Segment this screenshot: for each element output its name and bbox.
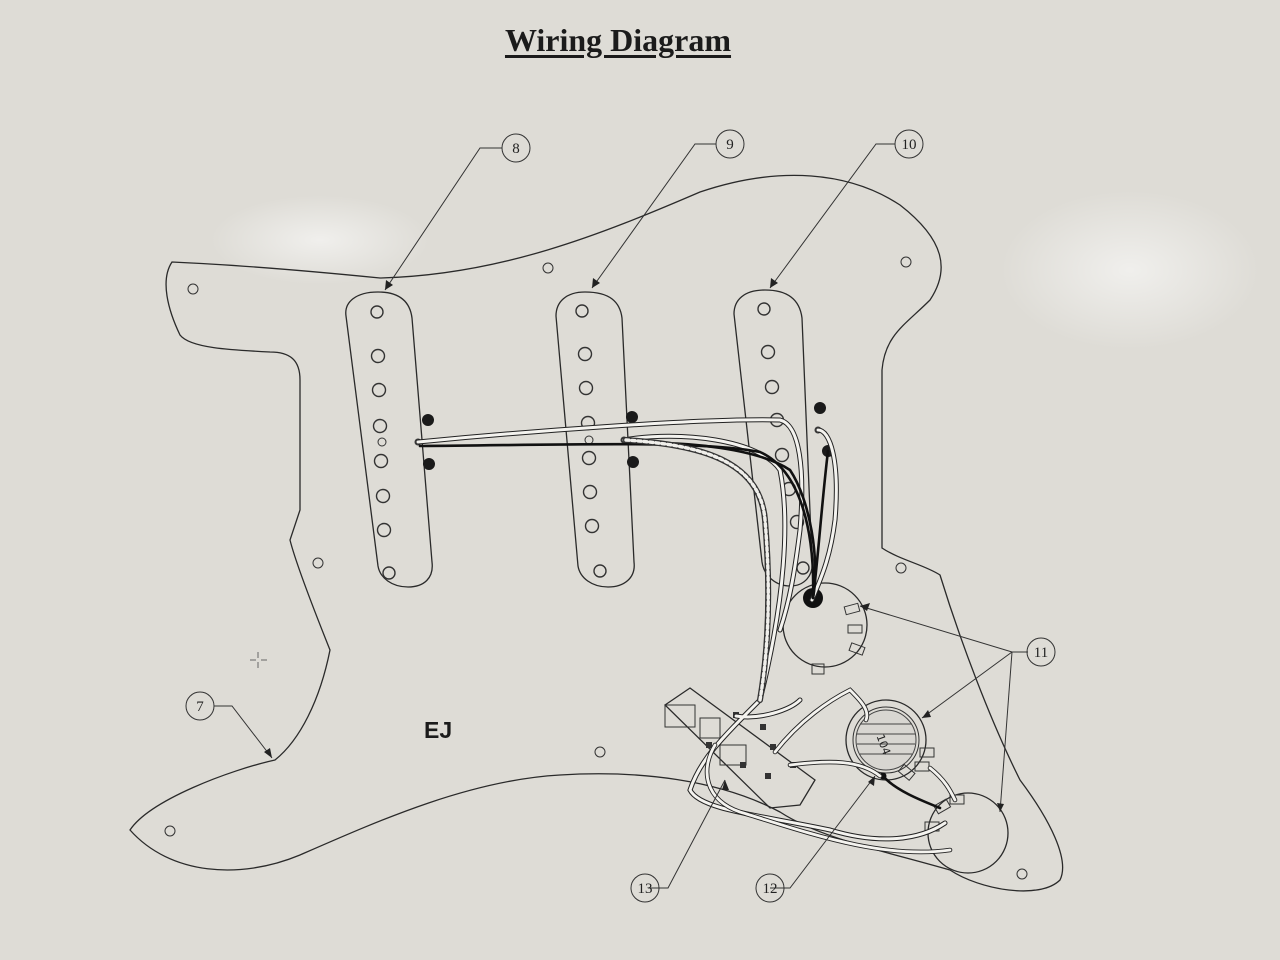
volume-pot [782,582,868,675]
callout-label: 9 [726,137,734,153]
callout-leaders [214,143,1028,889]
callout-label: 12 [763,881,778,897]
callout-11: 11 [1026,637,1056,667]
pickguard-label: EJ [424,717,452,743]
callout-12: 12 [755,873,785,903]
callout-label: 10 [902,137,917,153]
diagram-title: Wiring Diagram [504,22,732,58]
callout-label: 8 [512,141,520,157]
screen-glare [1000,190,1260,350]
callout-10: 10 [894,129,924,159]
screen-glare [210,195,430,285]
callout-arrowheads [264,278,1004,812]
pickguard-outline [129,174,1064,892]
callout-13: 13 [630,873,660,903]
mounting-screw-holes [164,256,1028,880]
callout-9: 9 [715,129,745,159]
callout-label: 11 [1034,645,1048,661]
callout-label: 13 [638,881,653,897]
callout-7: 7 [185,691,215,721]
wiring [415,417,958,855]
callout-8: 8 [501,133,531,163]
crosshair-icon [250,652,267,668]
tone-pot-2 [924,792,1009,874]
tone-pot-1: 104 [845,699,935,782]
pickup-neck [345,291,435,588]
callout-label: 7 [196,699,204,715]
